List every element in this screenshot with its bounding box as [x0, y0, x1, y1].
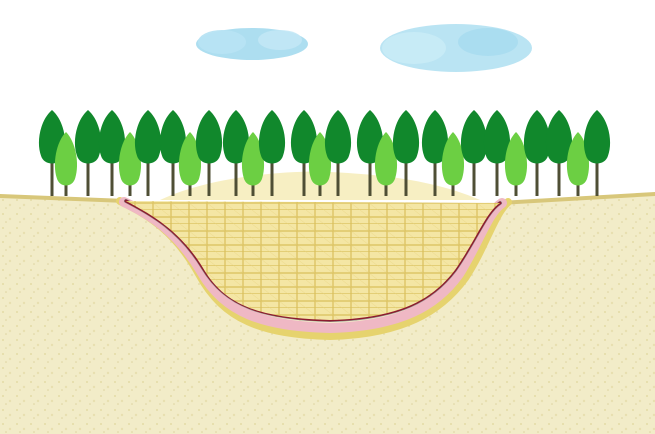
cloud-left [196, 28, 308, 60]
cloud-right [380, 24, 532, 72]
